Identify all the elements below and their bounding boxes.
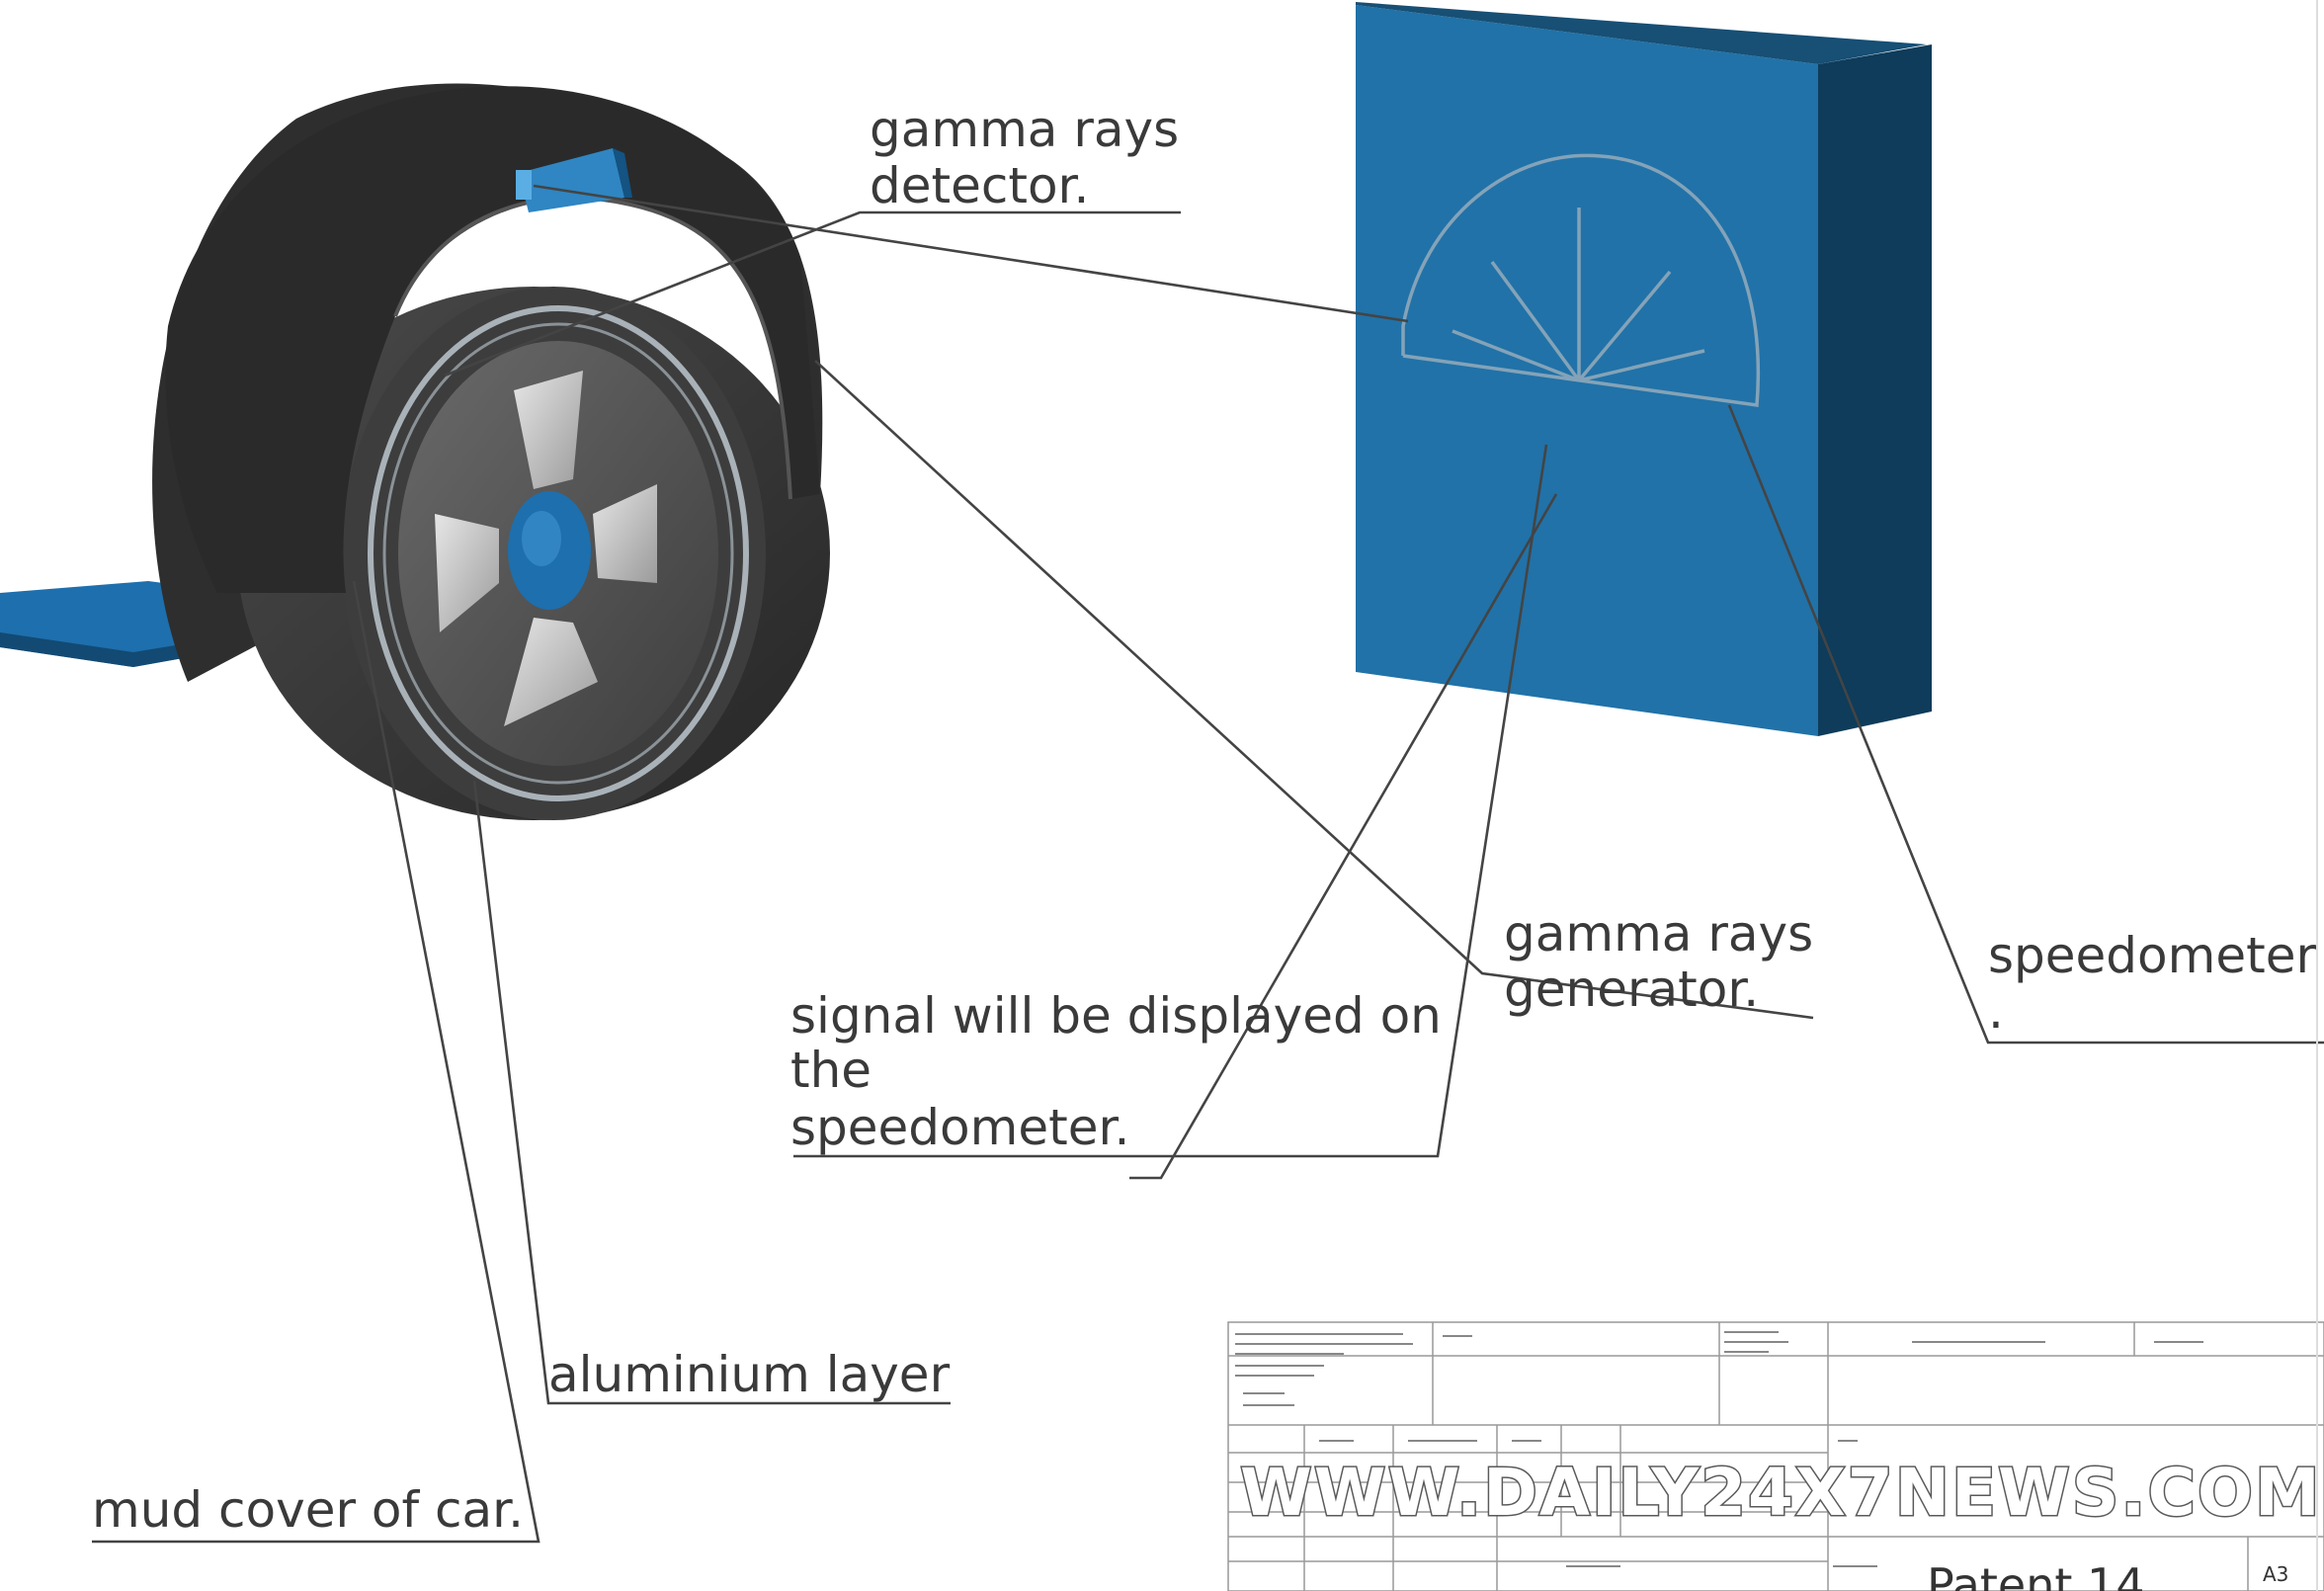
label-mud-cover: mud cover of car. xyxy=(92,1481,524,1539)
label-speedometer-line2: . xyxy=(1988,982,2004,1040)
title-block: Patent 14 A3 xyxy=(1227,1321,2324,1591)
dial-needle-1 xyxy=(1452,329,1580,382)
leader-detector-label xyxy=(444,210,1181,377)
label-signal-line2: the xyxy=(790,1042,872,1099)
label-detector-line2: detector. xyxy=(870,157,1089,214)
title-block-sheet-size: A3 xyxy=(2263,1562,2288,1586)
mud-cover-rim-edge xyxy=(393,196,792,500)
spoke-right xyxy=(593,484,657,583)
label-signal-line3: speedometer. xyxy=(790,1099,1129,1156)
detector-emitter xyxy=(516,170,532,200)
dial-needle-4 xyxy=(1577,270,1672,382)
mud-cover xyxy=(165,86,820,593)
title-block-frame xyxy=(1227,1321,2324,1591)
label-generator-line1: gamma rays xyxy=(1504,905,1813,963)
panel-top-edge xyxy=(1356,2,1927,64)
title-block-fine-print xyxy=(1235,1331,2203,1567)
leader-mud-cover xyxy=(92,580,540,1544)
label-signal-line1: signal will be displayed on xyxy=(790,987,1442,1045)
dial-needle-5 xyxy=(1578,349,1705,382)
label-speedometer-line1: speedometer xyxy=(1988,927,2316,984)
label-detector-line1: gamma rays xyxy=(870,101,1179,158)
hub-highlight xyxy=(522,511,561,566)
spoke-bottom xyxy=(504,618,598,726)
wheel-assembly xyxy=(0,83,830,820)
title-block-title: Patent 14 xyxy=(1927,1558,2145,1591)
leader-lines xyxy=(92,184,2324,1544)
leader-signal-1 xyxy=(793,444,1548,1158)
labels: gamma rays detector. gamma rays generato… xyxy=(92,101,2316,1539)
watermark-text: WWW.DAILY24X7NEWS.COM xyxy=(1240,1455,2322,1531)
panel-side-face xyxy=(1818,44,1932,736)
car-floor-plate-edge xyxy=(0,621,326,667)
leader-detector-to-dial xyxy=(533,184,1409,323)
label-aluminium: aluminium layer xyxy=(548,1346,951,1403)
aluminium-ring xyxy=(368,305,749,801)
aluminium-ring-inner xyxy=(382,322,734,785)
dial-needle-2 xyxy=(1490,260,1581,382)
leader-aluminium xyxy=(472,780,951,1405)
dial-arc xyxy=(1401,153,1760,407)
leader-generator-label xyxy=(814,360,1814,1020)
speedometer-dial xyxy=(1401,153,1760,407)
leader-speedometer-label xyxy=(1727,404,2324,1045)
spoke-top xyxy=(514,371,583,489)
speedometer-panel xyxy=(1356,2,1932,736)
leader-signal-2 xyxy=(1129,493,1558,1180)
detector-block-side xyxy=(613,148,632,198)
spoke-left xyxy=(435,514,499,632)
label-generator-line2: generator. xyxy=(1504,961,1759,1018)
